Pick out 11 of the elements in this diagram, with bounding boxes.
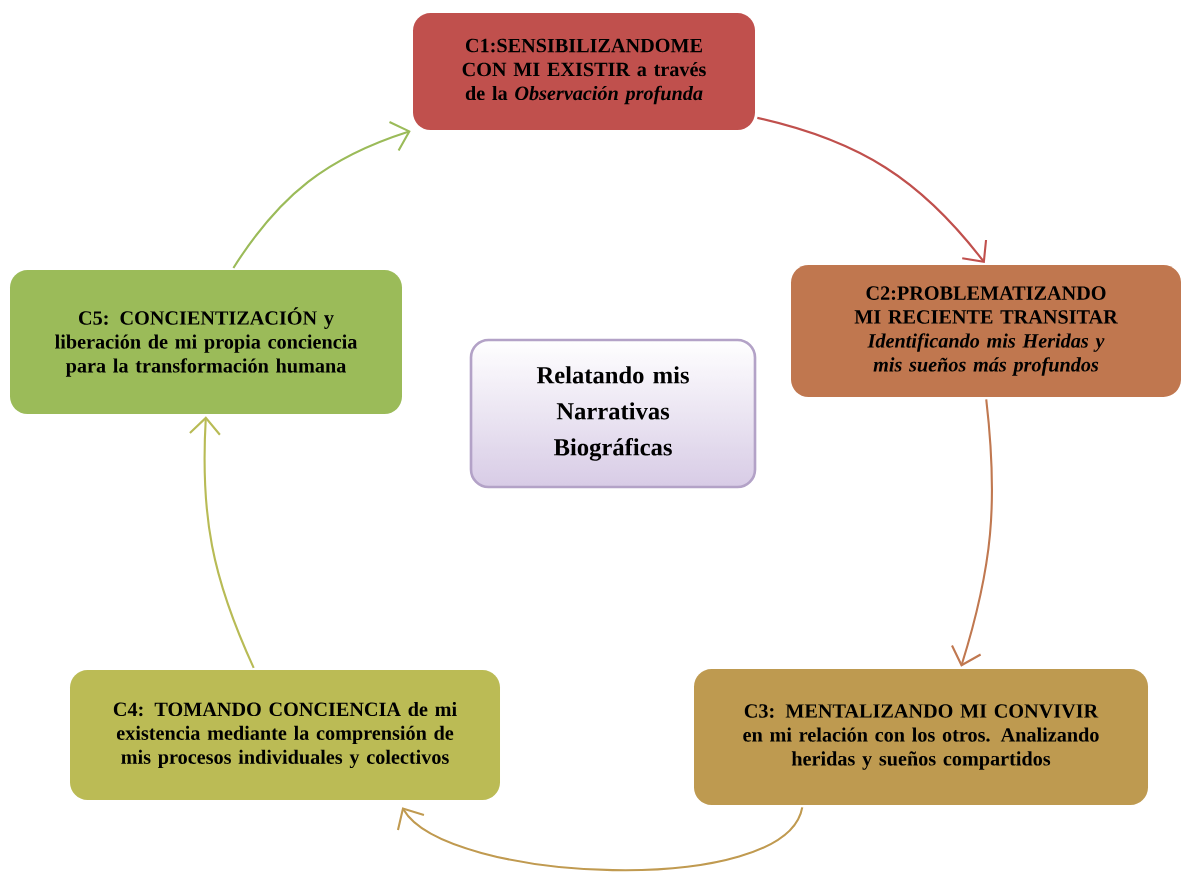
arrow <box>951 399 994 667</box>
process-box: C5: CONCIENTIZACIÓN y liberación de mi propia conciencia para la transformación humana <box>10 270 402 414</box>
process-box: C4: TOMANDO CONCIENCIA de mi existencia mediante la comprensión de mis procesos individuales y colectivos <box>70 670 500 800</box>
arrow <box>396 806 804 872</box>
center-box: Relatando mis Narrativas Biográficas <box>469 338 757 489</box>
process-box: C2:PROBLEMATIZANDO MI RECIENTE TRANSITAR Identificando mis Heridas y mis sueños más profundos <box>791 265 1181 397</box>
arrow <box>189 416 255 669</box>
process-box: C3: MENTALIZANDO MI CONVIVIR en mi relación con los otros. Analizando heridas y sueños compartidos <box>694 669 1148 805</box>
arrow <box>232 121 411 269</box>
process-box: C1:SENSIBILIZANDOME CON MI EXISTIR a través de la Observación profunda <box>413 13 755 130</box>
arrow <box>757 116 988 264</box>
